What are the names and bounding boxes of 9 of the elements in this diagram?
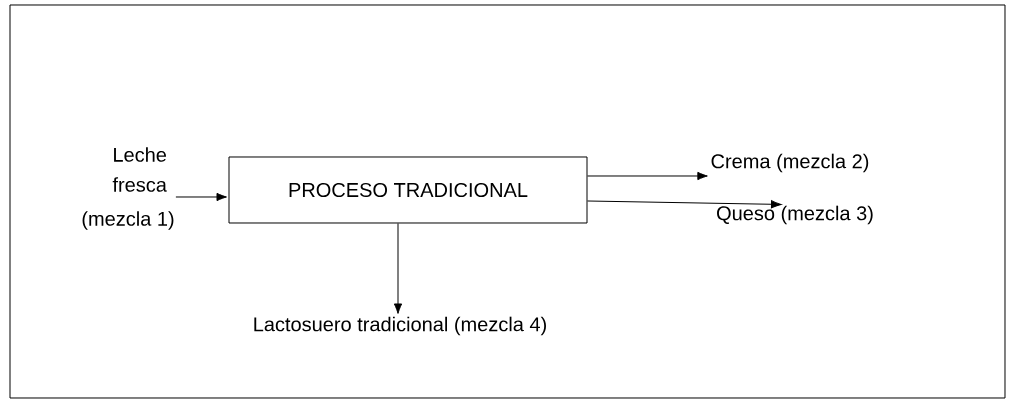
stream-label: Lactosuero tradicional (mezcla 4): [254, 316, 546, 336]
arrow: [393, 223, 403, 314]
arrow: [175, 192, 227, 202]
process-box: PROCESO TRADICIONAL: [228, 156, 588, 224]
stream-label: Queso (mezcla 3): [717, 205, 873, 225]
stream-label: Crema (mezcla 2): [711, 153, 869, 173]
stream-label: Leche fresca (mezcla 1): [82, 147, 174, 230]
arrow: [587, 200, 782, 209]
arrow: [587, 171, 708, 181]
